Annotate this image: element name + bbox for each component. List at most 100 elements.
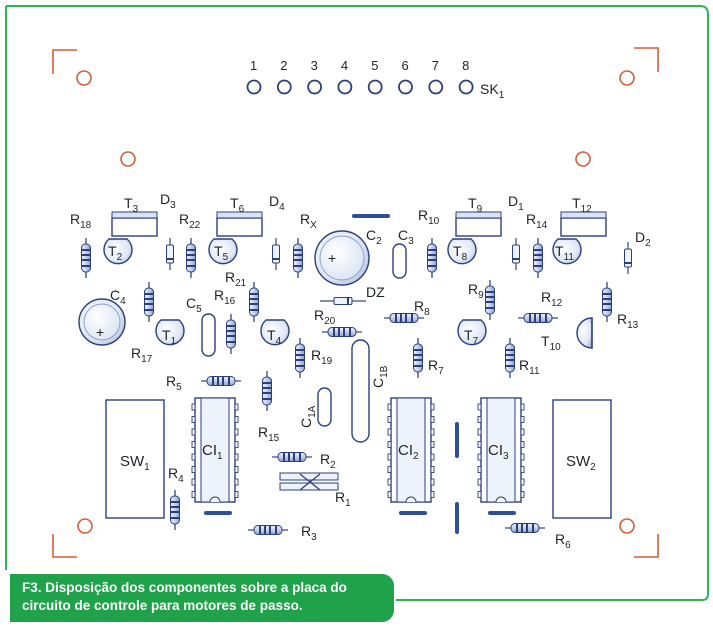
sk1-label: SK1 (480, 81, 505, 101)
resistor-r21 (248, 281, 260, 323)
component-labels: R18 T3 D3 R22 T6 D4 RX C2 C3 R10 T9 D1 R… (70, 191, 651, 551)
label-t11: T11 (555, 243, 574, 263)
sk1-pin-pad (337, 79, 353, 95)
label-r19: R19 (311, 347, 333, 367)
ic-pin (430, 428, 435, 436)
ic-pin (191, 478, 196, 486)
corner-marks (52, 47, 659, 558)
label-dz: DZ (366, 284, 385, 300)
ic-pin (430, 416, 435, 423)
label-r5: R5 (166, 373, 182, 393)
ic-pin (387, 453, 392, 461)
label-r17: R17 (131, 345, 153, 365)
ic-pin (477, 428, 482, 436)
ic-pin (234, 416, 239, 423)
ic-pin (520, 453, 525, 461)
board-outline (6, 5, 709, 601)
ic-pin (387, 416, 392, 423)
capacitor-c4: + (78, 298, 126, 346)
ic-pin (191, 491, 196, 498)
label-d3: D3 (160, 191, 176, 211)
resistor-r11 (504, 337, 516, 379)
label-r11: R11 (519, 357, 540, 377)
ic-pin (387, 441, 392, 448)
ic-pin (234, 403, 239, 411)
diode-d2 (623, 241, 633, 275)
label-r6: R6 (555, 531, 571, 551)
resistor-r22 (185, 237, 197, 279)
label-c5: C5 (186, 295, 202, 315)
label-r12: R12 (541, 289, 563, 309)
label-c4: C4 (110, 287, 126, 307)
transistor-t10 (576, 317, 593, 349)
ic-pin (477, 453, 482, 461)
ic-pin (191, 428, 196, 436)
ic-pin (234, 491, 239, 498)
resistor-r3 (247, 524, 289, 536)
ic-pin (234, 441, 239, 448)
transistor-t3 (111, 211, 158, 237)
label-r15: R15 (258, 424, 280, 444)
ic-pin (520, 491, 525, 498)
label-r14: R14 (526, 211, 548, 231)
ic-pin (387, 491, 392, 498)
label-c1a: C1A (298, 405, 318, 428)
resistor-r17 (143, 281, 155, 323)
transistor-t12 (560, 211, 607, 237)
resistor-rx (292, 237, 304, 279)
label-r16: R16 (214, 287, 236, 307)
ic-pin (520, 478, 525, 486)
diode-d4 (271, 237, 281, 271)
sk1-pin-pad (367, 79, 383, 95)
ic-pin (234, 466, 239, 473)
resistor-r16 (225, 313, 237, 355)
ic-pin (387, 466, 392, 473)
label-r9: R9 (468, 281, 484, 301)
jumpers (204, 214, 516, 534)
sk1-pin-number: 5 (371, 58, 378, 73)
ic-pin (477, 416, 482, 423)
resistor-r10 (426, 237, 438, 279)
capacitor-c1b (351, 339, 370, 443)
label-t3: T3 (124, 195, 139, 215)
resistor-r2 (271, 451, 313, 463)
label-t9: T9 (468, 195, 483, 215)
sk1-pin-number: 7 (432, 58, 439, 73)
sk1-pin-number: 1 (250, 58, 257, 73)
capacitor-c2: + (314, 230, 370, 286)
label-sw1: SW1 (120, 453, 150, 473)
capacitor-c1a (317, 387, 332, 427)
sk1-pin-number: 4 (341, 58, 348, 73)
label-t4: T4 (267, 327, 282, 347)
resistor-r18 (80, 237, 92, 279)
ic-pin (191, 441, 196, 448)
label-ci2: CI2 (398, 442, 419, 462)
label-rx: RX (300, 211, 317, 231)
label-d1: D1 (508, 193, 524, 213)
label-r7: R7 (428, 357, 444, 377)
label-ci3: CI3 (488, 442, 509, 462)
svg-text:+: + (328, 250, 336, 266)
label-t2: T2 (108, 243, 123, 263)
ic-pin (520, 466, 525, 473)
ic-pin (477, 441, 482, 448)
label-t7: T7 (464, 327, 479, 347)
capacitor-c3 (392, 243, 407, 279)
resistor-r15 (261, 370, 273, 412)
resistor-r20 (321, 326, 363, 338)
resistor-r12 (517, 312, 559, 324)
sk1-pin-number: 3 (311, 58, 318, 73)
ic-pin (430, 491, 435, 498)
label-r21: R21 (225, 269, 247, 289)
label-r2: R2 (320, 451, 336, 471)
switch-sw1 (105, 399, 165, 519)
label-t8: T8 (453, 243, 468, 263)
ic-pin (191, 466, 196, 473)
label-r4: R4 (168, 465, 184, 485)
transistor-t6 (216, 211, 263, 237)
label-r13: R13 (617, 311, 639, 331)
ic-pin (430, 478, 435, 486)
resistor-r6 (504, 522, 546, 534)
figure-number: F3. (22, 580, 42, 595)
